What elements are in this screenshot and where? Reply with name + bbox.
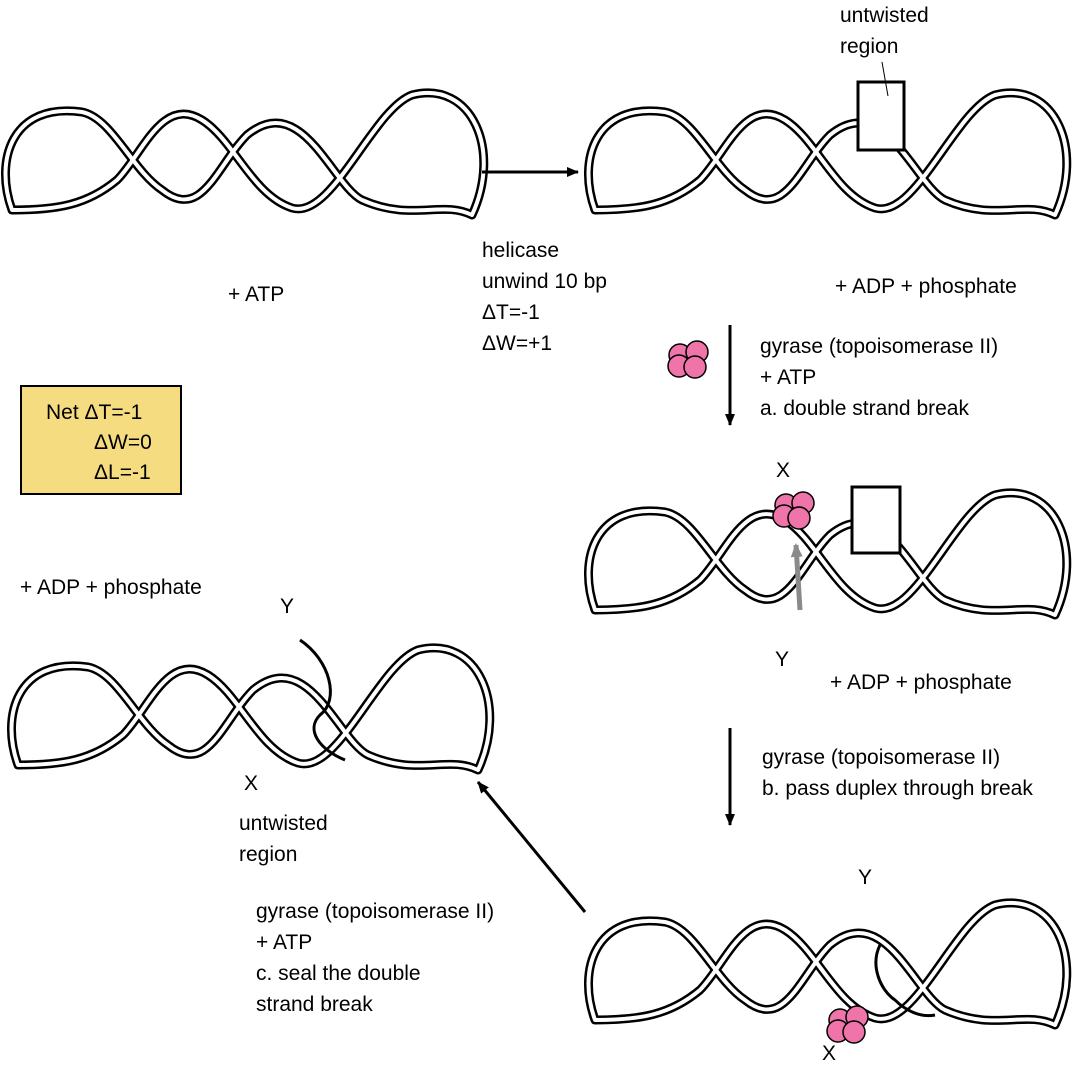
net-delta-w: ΔW=0 [94,431,152,454]
strand-label-y-left: Y [280,595,295,618]
net-delta-l: ΔL=-1 [94,461,151,484]
adp-phosphate-label-2: + ADP + phosphate [830,671,1012,694]
dna-molecule-duplex-passed [588,903,1066,1044]
gyrase-enzyme-icon [826,1005,869,1044]
gyrase-step-a-label: gyrase (topoisomerase II) + ATP a. doubl… [760,335,999,420]
untwisted-region-box-2 [850,485,902,555]
gyrase-step-c-label: gyrase (topoisomerase II) + ATP c. seal … [256,900,495,1016]
strand-label-y-mid: Y [775,648,790,671]
gyrase-enzyme-icon [667,340,709,379]
gyrase-step-b-label: gyrase (topoisomerase II) b. pass duplex… [762,746,1033,800]
dna-molecule-unwound [588,61,1066,215]
helicase-step-label: helicase unwind 10 bp ΔT=-1 ΔW=+1 [482,239,607,355]
plus-atp-label: + ATP [228,283,285,306]
dna-molecule-initial [5,93,483,215]
untwisted-region-label-left: untwisted region [239,812,328,866]
duplex-movement-arrow [790,543,803,611]
untwisted-region-box [856,80,906,152]
adp-phosphate-label-3: + ADP + phosphate [20,576,202,599]
strand-label-y-bottom: Y [858,866,873,889]
net-change-box: Net ΔT=-1 ΔW=0 ΔL=-1 [20,385,182,495]
dna-molecule-final [11,638,489,770]
strand-label-x-bottom: X [822,1042,837,1065]
strand-label-x-mid: X [776,459,791,482]
arrow-gyrase-step-c [476,781,587,913]
strand-label-x-left: X [244,772,259,795]
untwisted-region-label-top: untwisted region [840,4,929,58]
net-delta-t: Net ΔT=-1 [46,401,143,424]
gyrase-enzyme-icon [772,491,815,530]
adp-phosphate-label-1: + ADP + phosphate [835,275,1017,298]
dna-molecule-gyrase-bound [588,485,1066,615]
